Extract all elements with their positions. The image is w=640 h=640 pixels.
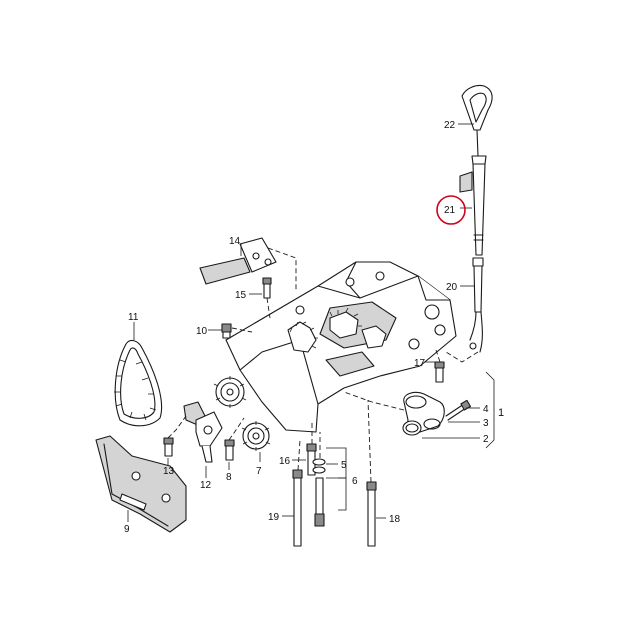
washer-5	[312, 458, 326, 474]
callout-15: 15	[235, 290, 247, 301]
callout-5: 5	[341, 460, 347, 471]
bolt-4	[445, 399, 472, 421]
leader-lines	[127, 123, 495, 522]
bolt-18	[366, 481, 377, 547]
callout-21: 21	[444, 205, 456, 216]
sprocket-7	[241, 421, 271, 451]
sprocket-left	[213, 376, 247, 408]
callout-11: 11	[128, 312, 139, 323]
callout-16: 16	[279, 456, 291, 467]
dipstick-tube-upper	[459, 155, 487, 256]
callout-9: 9	[124, 524, 130, 535]
bracket-14	[199, 237, 277, 285]
callout-18: 18	[389, 514, 401, 525]
callout-3: 3	[483, 418, 489, 429]
dipstick-handle	[461, 84, 493, 157]
bolt-13	[163, 437, 174, 457]
bolt-17	[434, 361, 445, 383]
drive-chain-11	[114, 339, 163, 427]
balancer-gears	[287, 307, 387, 353]
bolt-10	[221, 323, 232, 339]
chain-cover-9	[95, 435, 187, 533]
callout-17: 17	[414, 358, 426, 369]
callout-labels: 22 21 20 14 15 10 17 11 13 12 8 7 9 16 5…	[124, 120, 504, 535]
highlight-ring	[436, 195, 466, 225]
callout-13: 13	[163, 466, 175, 477]
callout-7: 7	[256, 466, 262, 477]
bolt-15	[262, 277, 272, 299]
callout-6: 6	[352, 476, 358, 487]
callout-14: 14	[229, 236, 241, 247]
callout-22: 22	[444, 120, 456, 131]
dipstick-guide-tube	[469, 257, 484, 353]
o-ring-2	[402, 420, 422, 436]
callout-2: 2	[483, 434, 489, 445]
callout-19: 19	[268, 512, 280, 523]
callout-12: 12	[200, 480, 212, 491]
stud-6	[314, 477, 325, 527]
bolt-8	[224, 439, 235, 461]
chain-tensioner-12	[183, 401, 223, 463]
callout-20: 20	[446, 282, 458, 293]
callout-4: 4	[483, 404, 489, 415]
callout-8: 8	[226, 472, 232, 483]
assembly-lines	[167, 247, 479, 483]
bolt-19	[292, 469, 303, 547]
callout-1: 1	[498, 407, 504, 419]
callout-10: 10	[196, 326, 208, 337]
